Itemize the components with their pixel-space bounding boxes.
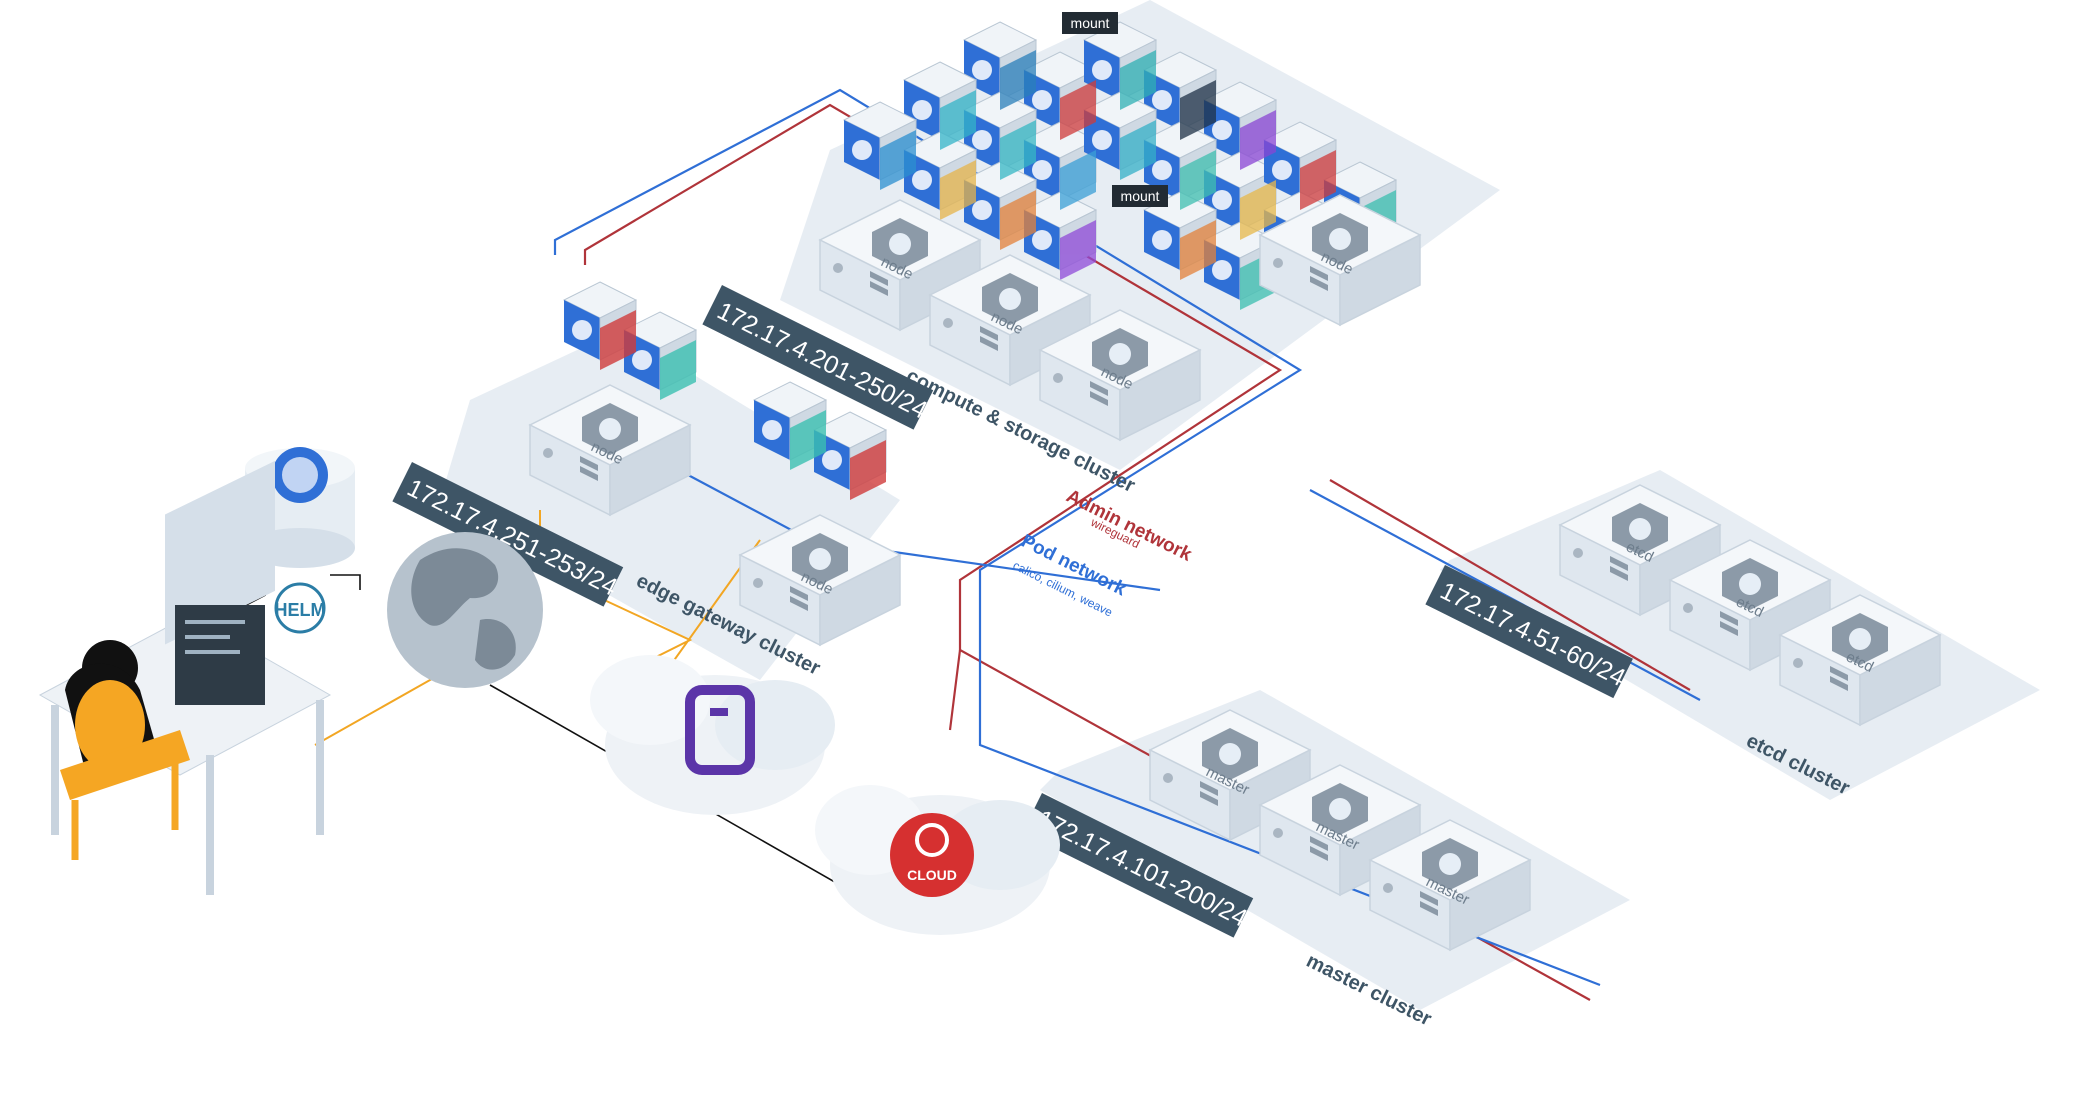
internet-globe-icon: [387, 532, 543, 688]
cloud-provider-2: CLOUD: [815, 785, 1060, 935]
etcd-node-3: etcd: [1779, 594, 1941, 726]
master-node-2: master: [1259, 764, 1421, 896]
registry-line: [330, 574, 361, 590]
compute-node-2: node: [929, 254, 1091, 386]
svg-text:mount: mount: [1071, 15, 1110, 31]
etcd-node-1: etcd: [1559, 484, 1721, 616]
svg-text:CLOUD: CLOUD: [907, 867, 957, 883]
helm-icon: HELM: [274, 582, 326, 634]
admin-network-lines: [583, 103, 1691, 1001]
admin-network-title: Admin network: [1063, 486, 1196, 566]
etcd-node-2: etcd: [1669, 539, 1831, 671]
master-node-3: master: [1369, 819, 1531, 951]
compute-node-4: node: [1259, 194, 1421, 326]
edge-pods: [563, 281, 887, 500]
master-node-1: master: [1149, 709, 1311, 841]
mount-tag-top: mount: [1062, 12, 1118, 34]
compute-node-1: node: [819, 199, 981, 331]
mount-tag-bottom: mount: [1112, 185, 1168, 207]
compute-node-3: node: [1039, 309, 1201, 441]
svg-text:HELM: HELM: [275, 600, 326, 620]
user-figure: [60, 640, 190, 860]
edge-node-1: node: [529, 384, 691, 516]
svg-text:mount: mount: [1121, 188, 1160, 204]
cloud-provider-1: [590, 655, 835, 815]
edge-node-2: node: [739, 514, 901, 646]
user-workstation: [38, 460, 332, 895]
